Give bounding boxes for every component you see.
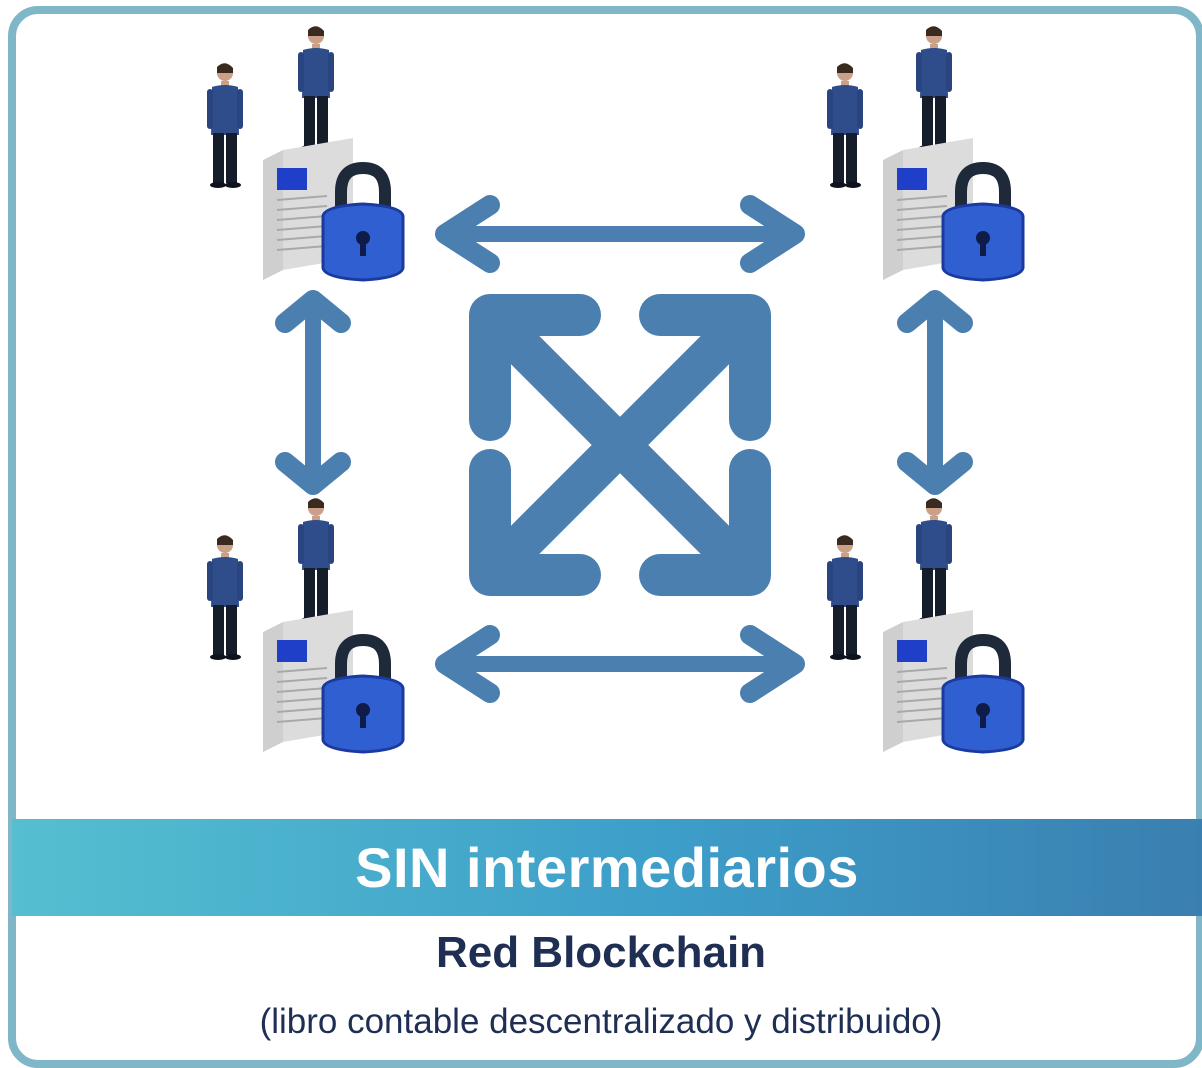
arrow-bottom: [435, 625, 805, 703]
node-top-right: [827, 26, 1023, 280]
arrow-diagonal-anti: [469, 294, 771, 596]
person-icon: [827, 63, 863, 188]
diagram-title: Red Blockchain: [435, 928, 767, 977]
node-bottom-left: [207, 498, 403, 752]
person-icon: [207, 535, 243, 660]
node-top-left: [207, 26, 403, 280]
person-icon: [916, 26, 952, 151]
document-lock-icon: [883, 138, 1023, 280]
person-icon: [298, 26, 334, 151]
node-bottom-right: [827, 498, 1023, 752]
document-lock-icon: [263, 138, 403, 280]
blockchain-network-diagram: [207, 26, 1202, 820]
arrow-top: [435, 195, 805, 273]
arrow-left: [275, 290, 351, 495]
person-icon: [207, 63, 243, 188]
document-lock-icon: [883, 610, 1023, 752]
diagram-subtitle: (libro contable descentralizado y distri…: [259, 1002, 943, 1041]
document-lock-icon: [263, 610, 403, 752]
person-icon: [298, 498, 334, 623]
person-icon: [916, 498, 952, 623]
banner-text: SIN intermediarios: [355, 836, 859, 899]
arrow-right: [897, 290, 973, 495]
banner: SIN intermediarios: [12, 819, 1202, 916]
person-icon: [827, 535, 863, 660]
